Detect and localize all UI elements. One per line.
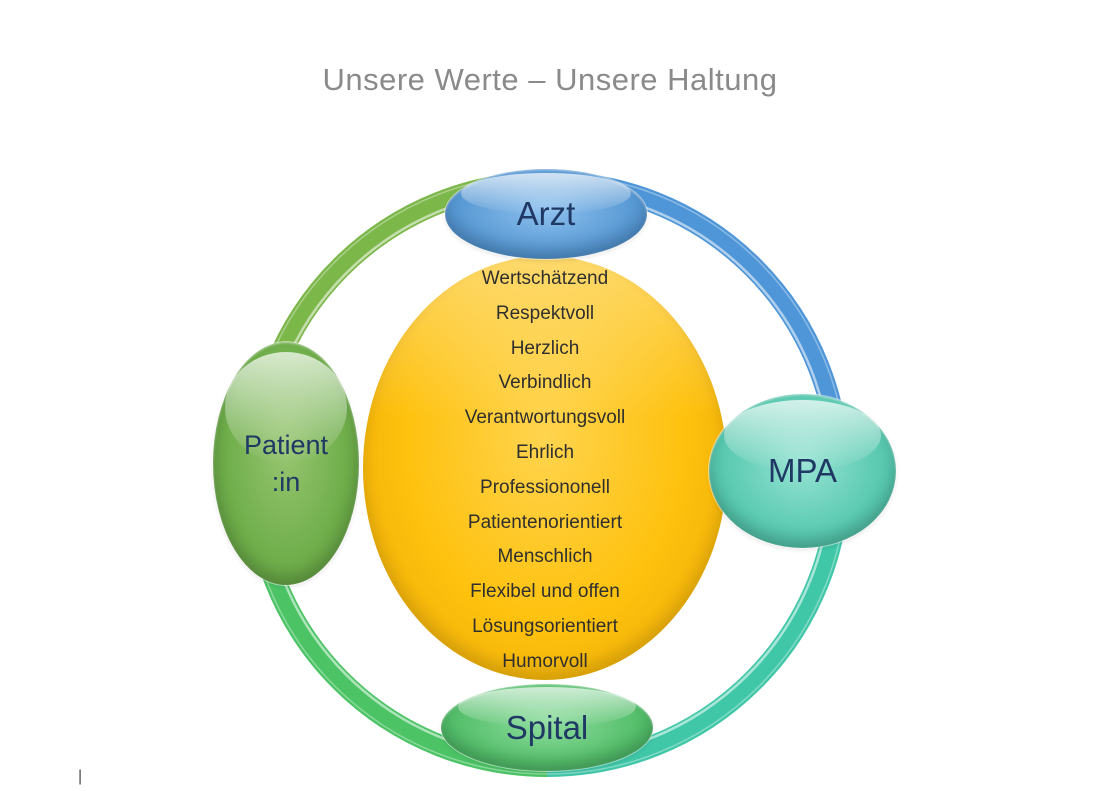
value-item: Flexibel und offen [470, 581, 620, 603]
value-item: Menschlich [497, 546, 593, 568]
node-patient-label-line2: :in [271, 466, 301, 497]
node-mpa-label: MPA [767, 452, 838, 489]
value-item: Humorvoll [502, 650, 588, 672]
value-item: Respektvoll [495, 302, 595, 324]
node-arzt: Arzt [445, 169, 647, 259]
value-item: Lösungsorientiert [472, 615, 618, 637]
node-arzt-label: Arzt [516, 195, 576, 232]
node-patient-label-line1: Patient [243, 430, 329, 461]
value-item: Herzlich [510, 337, 580, 359]
value-item: Wertschätzend [481, 268, 609, 289]
node-spital-label: Spital [505, 708, 589, 746]
value-item: Verbindlich [498, 372, 592, 394]
node-mpa: MPA [709, 394, 896, 548]
value-item: Verantwortungsvoll [464, 407, 626, 429]
node-patient: Patient :in [213, 342, 359, 585]
node-spital: Spital [441, 684, 653, 771]
value-item: Ehrlich [515, 441, 575, 463]
slide-title: Unsere Werte – Unsere Haltung [322, 62, 778, 97]
footer-mark: | [78, 768, 83, 785]
value-item: Professiononell [480, 476, 610, 498]
value-item: Patientenorientiert [467, 511, 623, 533]
node-patient-label: Patient :in [244, 427, 328, 500]
